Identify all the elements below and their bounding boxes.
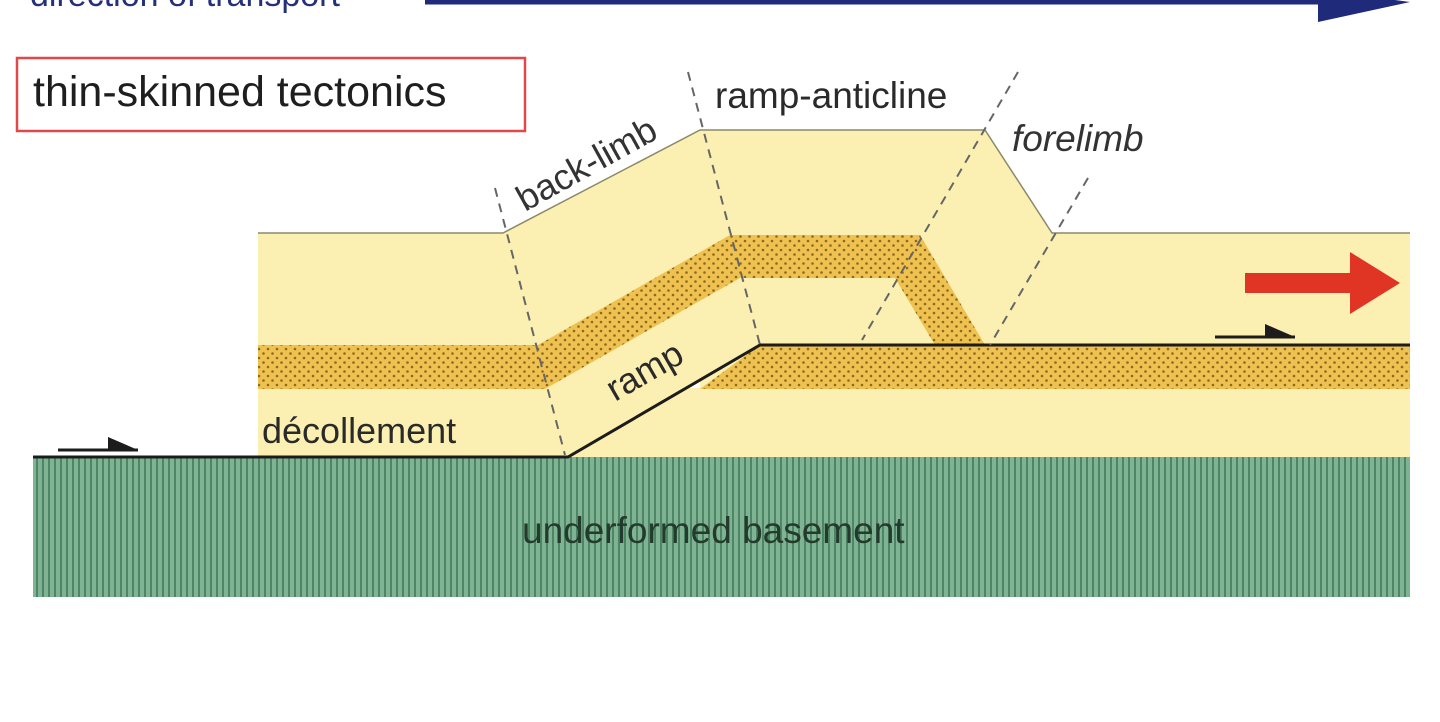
ramp-anticline-label: ramp-anticline <box>715 75 947 116</box>
axial-plane-lines <box>494 71 1089 456</box>
hanging-wall-folded-dotted-bed <box>538 235 985 389</box>
title-box-frame <box>15 56 527 133</box>
fault-trace <box>33 343 1410 459</box>
footwall-dotted-bed <box>700 345 1410 389</box>
forelimb-label: forelimb <box>1012 118 1144 159</box>
basement-label: underformed basement <box>522 510 905 551</box>
motion-arrow-icon <box>1245 252 1400 314</box>
basement-block <box>33 457 1410 597</box>
footwall-dotted-ramp-cutoff <box>700 345 760 389</box>
slip-half-arrow-icon <box>58 437 138 452</box>
decollement-label: décollement <box>262 410 456 451</box>
hanging-wall-dotted-bed-left <box>258 345 538 389</box>
direction-arrow-icon <box>425 0 1410 22</box>
title-box-text: thin-skinned tectonics <box>33 68 447 116</box>
slip-half-arrow-upper-icon <box>1215 324 1295 339</box>
direction-of-transport-label: direction of transport <box>30 0 340 14</box>
top-surface-line <box>258 129 1410 234</box>
footwall-light-strata <box>568 388 1410 457</box>
